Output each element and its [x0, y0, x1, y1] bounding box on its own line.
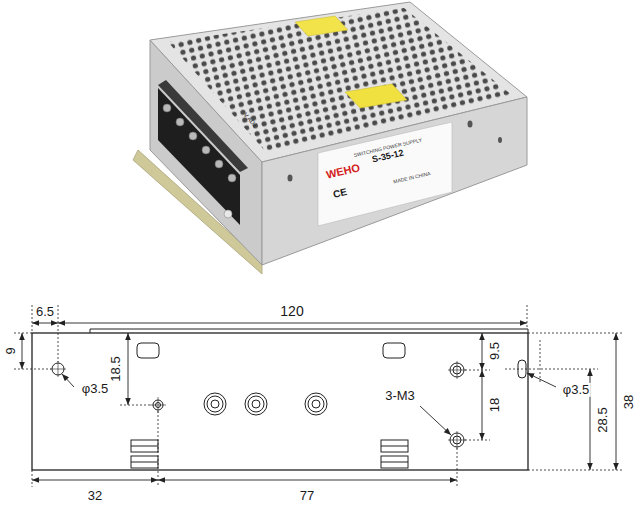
- dimension-value: 18.5: [109, 355, 123, 382]
- power-supply-photo: [133, 2, 527, 274]
- leader-lines: [62, 373, 556, 435]
- leader-line: [527, 373, 556, 387]
- adjust-pot: [224, 210, 232, 218]
- hole-diameter: φ3.5: [81, 382, 110, 396]
- vent-slot: [381, 440, 408, 452]
- dimension-value: 120: [279, 304, 304, 319]
- front-face: [262, 97, 527, 265]
- extension-line: [457, 448, 458, 487]
- standoff: [308, 396, 324, 412]
- dimension-line: [58, 323, 527, 324]
- dimension-value: 77: [299, 489, 315, 503]
- standoff: [312, 400, 320, 408]
- spec-label: [318, 122, 452, 226]
- flange-edge: [90, 329, 528, 333]
- base-plate-outline: [32, 333, 528, 470]
- screw: [228, 174, 236, 182]
- dimension-value: 6.5: [35, 305, 55, 319]
- extension-line: [505, 369, 598, 370]
- top-sticker: [295, 16, 348, 36]
- mount-hole: [468, 121, 473, 128]
- dimension-value: 38: [622, 394, 636, 410]
- standoff: [305, 393, 327, 415]
- standoff: [248, 396, 264, 412]
- standoff: [245, 393, 267, 415]
- dimension-lines: [22, 323, 616, 480]
- extension-line: [540, 340, 541, 382]
- extension-line: [527, 305, 528, 329]
- mechanical-drawing: [14, 305, 624, 487]
- vent-slot-line: [381, 462, 408, 463]
- dimension-line: [32, 323, 58, 324]
- hole-diameter: φ3.5: [562, 383, 591, 397]
- centre-mark: [50, 361, 66, 377]
- standoff: [211, 400, 219, 408]
- thread-callout: 3-M3: [384, 389, 416, 403]
- extension-line: [32, 470, 33, 487]
- extension-line: [58, 305, 59, 362]
- dimension-line: [128, 333, 129, 405]
- screw: [176, 118, 184, 126]
- standoff: [204, 393, 226, 415]
- leader-line: [420, 406, 451, 435]
- extension-line: [465, 370, 490, 371]
- dimension-line: [22, 333, 23, 369]
- mount-hole: [288, 175, 293, 182]
- screw: [163, 104, 171, 112]
- centre-mark: [448, 361, 466, 379]
- screw: [202, 146, 210, 154]
- centre-mark: [150, 397, 166, 413]
- top-sticker: [345, 84, 407, 108]
- extension-line: [528, 333, 624, 334]
- extension-line: [120, 405, 152, 406]
- vent-slot: [131, 440, 158, 452]
- screw: [215, 160, 223, 168]
- slot: [137, 343, 159, 358]
- dimension-value: 18: [488, 397, 502, 413]
- standoffs: [204, 393, 327, 415]
- dimension-value: 28.5: [596, 406, 610, 433]
- vent-slot: [381, 456, 408, 468]
- dimension-value: 32: [87, 489, 103, 503]
- leader-line: [62, 374, 74, 387]
- dimension-line: [482, 333, 483, 370]
- dimension-line: [482, 370, 483, 440]
- vent-slot: [131, 456, 158, 468]
- extension-line: [465, 440, 490, 441]
- mount-hole: [498, 137, 502, 143]
- dimension-line: [158, 480, 457, 481]
- extension-line: [14, 333, 32, 334]
- dimension-value: 9.5: [488, 341, 502, 361]
- vent-slot-line: [131, 462, 158, 463]
- vent-slot-line: [131, 446, 158, 447]
- standoff: [252, 400, 260, 408]
- dimension-line: [616, 333, 617, 470]
- dimension-value: 9: [4, 346, 18, 355]
- slot: [383, 343, 405, 358]
- vent-slot-line: [381, 446, 408, 447]
- dimension-line: [32, 480, 158, 481]
- extension-line: [528, 470, 624, 471]
- extension-line: [158, 411, 159, 487]
- extension-line: [14, 369, 51, 370]
- extension-line: [32, 305, 33, 333]
- screw: [189, 132, 197, 140]
- standoff: [207, 396, 223, 412]
- centre-mark: [448, 431, 466, 449]
- extension-lines: [14, 305, 624, 487]
